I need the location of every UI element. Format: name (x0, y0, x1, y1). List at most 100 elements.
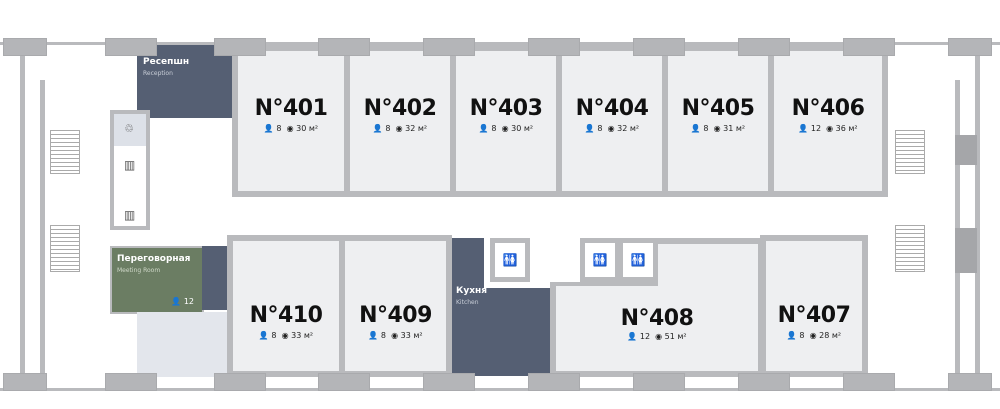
reception-title: Ресепшн (143, 57, 190, 67)
area: 36 м² (835, 124, 858, 133)
column (105, 38, 157, 56)
cleaning-icon: ♲ (124, 122, 134, 135)
restroom[interactable]: 🚻 (490, 238, 530, 282)
kitchen-subtitle: Kitchen (456, 299, 479, 306)
office-407[interactable]: N°407 👤 8 ◉ 28 м² (760, 235, 868, 377)
area: 30 м² (296, 124, 319, 133)
area: 51 м² (664, 332, 687, 341)
restroom[interactable]: 🚻 (618, 238, 658, 282)
room-meta: 👤 8 ◉ 33 м² (233, 331, 339, 340)
office-408[interactable]: N°408 👤 12 ◉ 51 м² (550, 282, 764, 377)
area-icon: ◉ (713, 124, 721, 133)
meeting-capacity: 👤 12 (171, 297, 194, 306)
capacity: 8 (799, 331, 805, 340)
restroom-icon: 🚻 (630, 253, 646, 267)
office-401[interactable]: N°401 👤 8 ◉ 30 м² (232, 45, 350, 197)
column (843, 38, 895, 56)
area-icon: ◉ (826, 124, 834, 133)
office-408-extension (658, 238, 764, 286)
area-icon: ◉ (286, 124, 294, 133)
room-number: N°403 (469, 96, 543, 121)
restroom-icon: 🚻 (592, 253, 608, 267)
reception-subtitle: Reception (143, 70, 173, 77)
person-icon: 👤 (690, 124, 701, 133)
column (423, 38, 475, 56)
stairs (895, 225, 925, 272)
area: 28 м² (819, 331, 842, 340)
office-405[interactable]: N°405 👤 8 ◉ 31 м² (662, 45, 774, 197)
office-402[interactable]: N°402 👤 8 ◉ 32 м² (344, 45, 456, 197)
column (214, 38, 266, 56)
kitchen-title: Кухня (456, 286, 488, 296)
area-icon: ◉ (607, 124, 615, 133)
person-icon: 👤 (263, 124, 274, 133)
room-meta: 👤 12 ◉ 51 м² (556, 332, 758, 341)
room-number: N°402 (363, 96, 437, 121)
meeting-subtitle: Meeting Room (117, 267, 161, 274)
storage (202, 246, 227, 310)
shaft (955, 135, 977, 165)
room-meta: 👤 8 ◉ 32 м² (350, 124, 450, 133)
outer-wall-top (0, 42, 1000, 45)
room-meta: 👤 8 ◉ 31 м² (668, 124, 768, 133)
person-icon: 👤 (798, 124, 809, 133)
area-icon: ◉ (501, 124, 509, 133)
room-meta: 👤 8 ◉ 28 м² (766, 331, 862, 340)
area-icon: ◉ (809, 331, 817, 340)
left-inner-wall (40, 80, 45, 380)
column (528, 38, 580, 56)
office-406[interactable]: N°406 👤 12 ◉ 36 м² (768, 45, 888, 197)
stairs (50, 225, 80, 272)
room-number: N°401 (254, 96, 328, 121)
room-meta: 👤 8 ◉ 32 м² (562, 124, 662, 133)
capacity: 8 (703, 124, 709, 133)
room-number: N°405 (681, 96, 755, 121)
person-icon: 👤 (786, 331, 797, 340)
room-number: N°408 (620, 306, 694, 331)
capacity: 12 (183, 297, 194, 306)
capacity: 8 (597, 124, 603, 133)
kitchen-corridor (452, 238, 484, 290)
elevator-icon: ▥ (124, 158, 136, 172)
room-number: N°409 (359, 303, 432, 328)
area-icon: ◉ (281, 331, 289, 340)
column (318, 38, 370, 56)
capacity: 8 (491, 124, 497, 133)
lobby (137, 312, 229, 377)
capacity: 8 (276, 124, 282, 133)
column (633, 38, 685, 56)
meeting-title: Переговорная (117, 254, 191, 264)
room-meta: 👤 8 ◉ 30 м² (456, 124, 556, 133)
area: 32 м² (617, 124, 640, 133)
column (3, 373, 47, 391)
person-icon: 👤 (478, 124, 489, 133)
column (948, 38, 992, 56)
person-icon: 👤 (372, 124, 383, 133)
capacity: 8 (271, 331, 277, 340)
elevator-icon: ▥ (124, 208, 136, 222)
capacity: 12 (810, 124, 822, 133)
restroom[interactable]: 🚻 (580, 238, 620, 282)
office-404[interactable]: N°404 👤 8 ◉ 32 м² (556, 45, 668, 197)
cleaning-room: ♲ (114, 114, 146, 146)
person-icon: 👤 (171, 297, 182, 306)
office-403[interactable]: N°403 👤 8 ◉ 30 м² (450, 45, 562, 197)
column (3, 38, 47, 56)
meeting-room[interactable]: Переговорная Meeting Room 👤 12 (110, 246, 204, 314)
area-icon: ◉ (655, 332, 663, 341)
room-meta: 👤 8 ◉ 30 м² (238, 124, 344, 133)
reception-area[interactable]: Ресепшн Reception (137, 45, 234, 118)
room-number: N°404 (575, 96, 649, 121)
room-number: N°407 (777, 303, 851, 328)
area-icon: ◉ (395, 124, 403, 133)
office-409[interactable]: N°409 👤 8 ◉ 33 м² (339, 235, 452, 377)
restroom-icon: 🚻 (502, 253, 518, 267)
column (105, 373, 157, 391)
shaft (955, 228, 977, 273)
area: 33 м² (291, 331, 314, 340)
office-410[interactable]: N°410 👤 8 ◉ 33 м² (227, 235, 345, 377)
kitchen[interactable]: Кухня Kitchen (452, 286, 550, 376)
column (633, 373, 685, 391)
area: 33 м² (400, 331, 423, 340)
outer-wall-bottom (0, 388, 1000, 391)
